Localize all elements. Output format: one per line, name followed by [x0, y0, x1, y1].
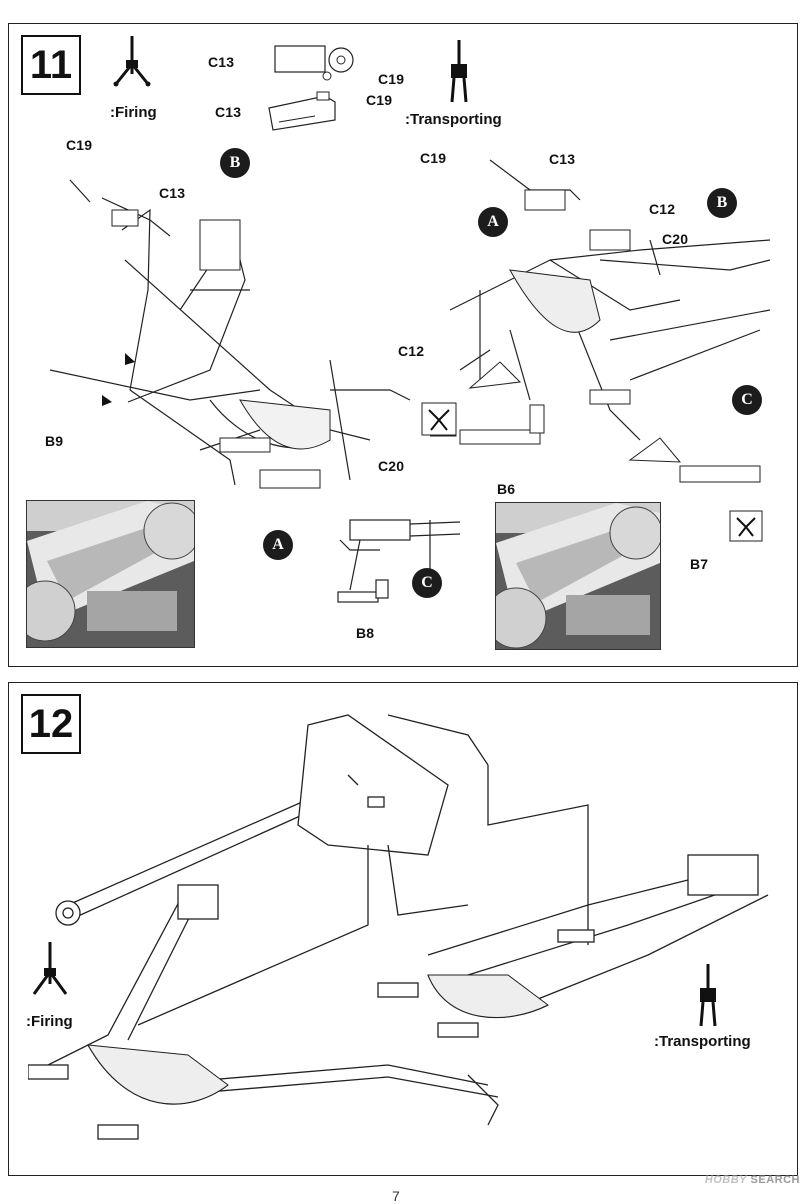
part-c20: C20 — [662, 231, 689, 247]
part-c19: C19 — [378, 71, 405, 87]
cutter-icon — [729, 510, 763, 542]
part-c13: C13 — [215, 104, 242, 120]
transporting-mode-icon — [444, 38, 474, 108]
lower-middle-parts-drawing — [320, 480, 470, 630]
marker-b: B — [707, 188, 737, 218]
marker-a: A — [263, 530, 293, 560]
part-b7: B7 — [690, 556, 709, 572]
part-c19: C19 — [420, 150, 447, 166]
step-12-number: 12 — [21, 694, 81, 754]
cutter-icon — [421, 402, 457, 436]
firing-mode-icon — [112, 34, 152, 94]
top-part-sketch — [255, 42, 365, 134]
watermark-text: SEARCH — [750, 1174, 800, 1186]
page-number: 7 — [392, 1188, 400, 1204]
firing-label: :Firing — [26, 1013, 73, 1030]
part-b6: B6 — [497, 481, 516, 497]
transporting-mode-icon — [693, 962, 723, 1032]
part-c13: C13 — [208, 54, 235, 70]
part-c13: C13 — [549, 151, 576, 167]
transporting-label: :Transporting — [405, 111, 502, 128]
part-c19: C19 — [66, 137, 93, 153]
firing-mode-icon — [30, 940, 70, 1004]
marker-c: C — [732, 385, 762, 415]
part-b8: B8 — [356, 625, 375, 641]
watermark-logo: HOBBY — [704, 1174, 747, 1186]
part-c13: C13 — [159, 185, 186, 201]
watermark: HOBBY SEARCH — [705, 1174, 800, 1186]
part-c12: C12 — [649, 201, 676, 217]
marker-b: B — [220, 148, 250, 178]
reference-photo — [26, 500, 195, 648]
marker-c: C — [412, 568, 442, 598]
left-carriage-drawing — [30, 140, 440, 500]
transporting-label: :Transporting — [654, 1033, 751, 1050]
reference-photo — [495, 502, 661, 650]
part-c19: C19 — [366, 92, 393, 108]
part-c20: C20 — [378, 458, 405, 474]
step-11-number: 11 — [21, 35, 81, 95]
gun-assembly-drawing — [28, 705, 788, 1165]
part-b9: B9 — [45, 433, 64, 449]
part-c12: C12 — [398, 343, 425, 359]
firing-label: :Firing — [110, 104, 157, 121]
marker-a: A — [478, 207, 508, 237]
